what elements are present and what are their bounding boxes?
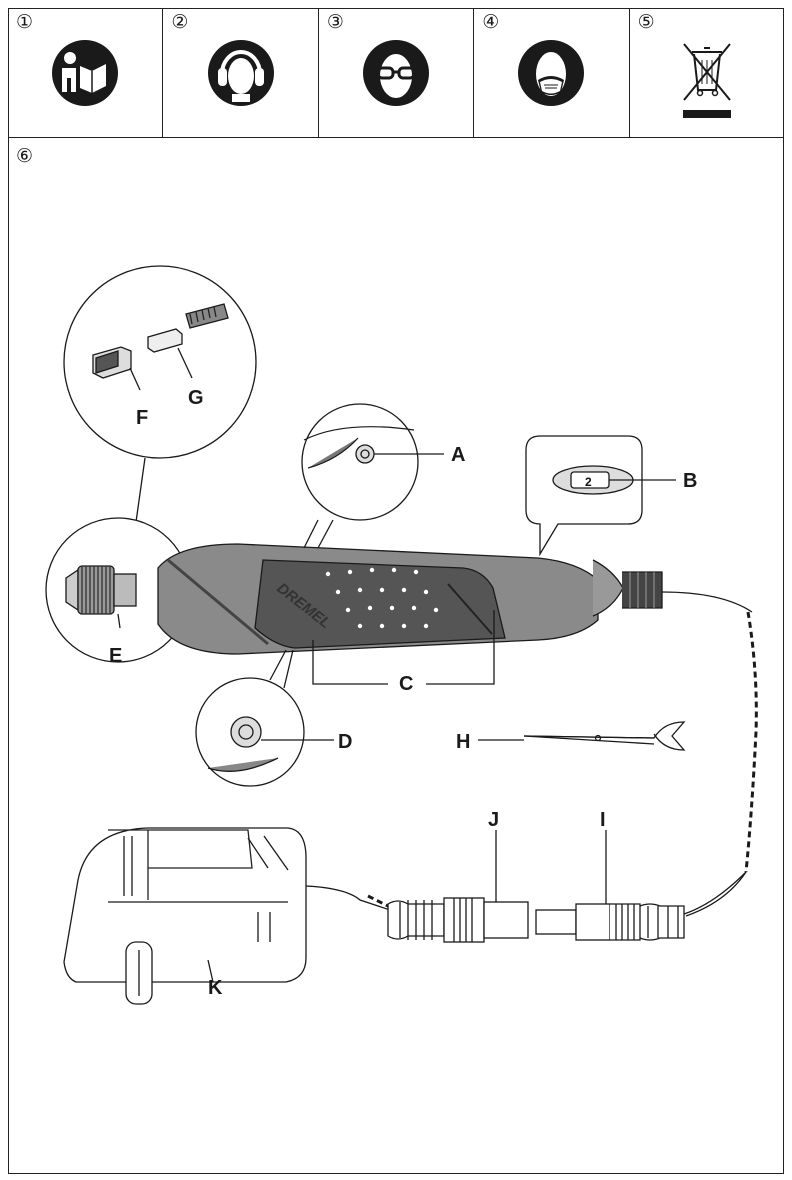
label-g: G bbox=[188, 387, 204, 409]
label-j: J bbox=[488, 809, 499, 831]
label-c: C bbox=[399, 673, 413, 695]
read-manual-icon bbox=[52, 40, 119, 106]
label-e: E bbox=[109, 645, 122, 667]
label-d: D bbox=[338, 731, 352, 753]
label-b: B bbox=[683, 470, 697, 492]
label-i: I bbox=[600, 809, 606, 831]
speed-switch-digit: 2 bbox=[585, 475, 592, 489]
pictogram-cell-1: ① bbox=[8, 8, 164, 137]
chuck-detail-circle bbox=[45, 517, 191, 663]
tool-diagram: F G E bbox=[45, 265, 758, 1005]
page-frame bbox=[8, 8, 784, 1174]
pictogram-cell-3: ③ bbox=[319, 8, 475, 137]
label-f: F bbox=[136, 407, 148, 429]
pictogram-cell-5: ⑤ bbox=[630, 8, 784, 137]
pictogram-row: ① ② ③ ④ bbox=[8, 8, 784, 138]
pictogram-number-5: ⑤ bbox=[637, 11, 655, 33]
label-a: A bbox=[451, 444, 465, 466]
switch-detail-circle bbox=[301, 403, 444, 549]
rotary-tool-body: DREMEL bbox=[157, 543, 753, 655]
wrench-h bbox=[478, 721, 686, 751]
pictogram-number-4: ④ bbox=[482, 11, 500, 33]
pictogram-cell-4: ④ bbox=[474, 8, 630, 137]
dust-mask-icon bbox=[518, 40, 585, 106]
panel-number: ⑥ bbox=[16, 145, 34, 167]
weee-crossed-bin-icon bbox=[682, 43, 731, 118]
label-k: K bbox=[208, 977, 223, 999]
eye-protection-icon bbox=[363, 40, 430, 106]
pictogram-number-1: ① bbox=[16, 11, 34, 33]
pictogram-cell-2: ② bbox=[163, 8, 319, 137]
speed-switch-detail-circle: 2 bbox=[525, 435, 676, 557]
pictogram-number-2: ② bbox=[171, 11, 189, 33]
power-adapter-k bbox=[63, 827, 391, 1005]
ear-protection-icon bbox=[207, 40, 274, 106]
pictogram-number-3: ③ bbox=[326, 11, 344, 33]
connector-j bbox=[367, 830, 529, 943]
accessory-detail-circle bbox=[63, 265, 257, 459]
label-h: H bbox=[456, 731, 470, 753]
plug-i bbox=[535, 830, 747, 941]
lock-button-detail-circle bbox=[195, 649, 334, 787]
